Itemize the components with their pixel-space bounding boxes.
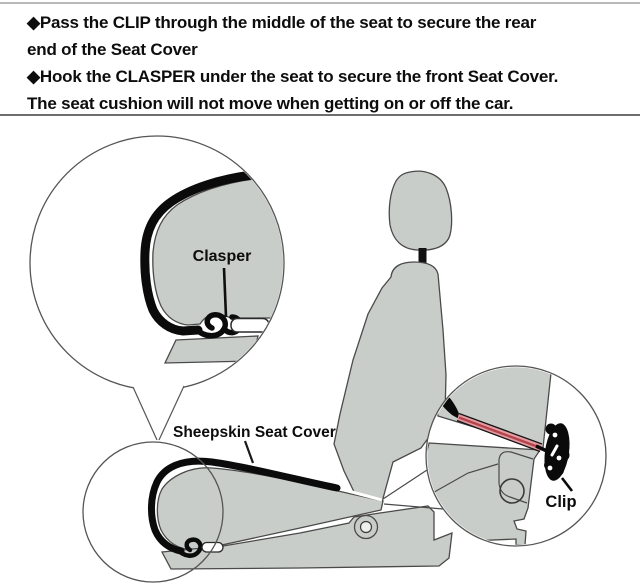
car-seat [148, 170, 453, 570]
instruction-line-2: end of the Seat Cover [27, 40, 198, 59]
magnifier-funnel-mask [128, 374, 190, 444]
clip-slot [550, 444, 559, 457]
funnel-line-right [158, 385, 185, 441]
clasper-detail-view: Clasper [29, 135, 285, 391]
strap-core [458, 416, 542, 450]
funnel-line-left [132, 386, 158, 441]
clip-detail-view: Clip [425, 365, 607, 547]
cover-edge-gap [336, 486, 383, 502]
clip-label: Clip [545, 493, 576, 511]
instruction-line-4: The seat cushion will not move when gett… [27, 94, 514, 113]
instruction-line-3: ◆Hook the CLASPER under the seat to secu… [27, 67, 559, 86]
headrest-post [418, 248, 427, 264]
clip-label-leader [560, 477, 574, 492]
seat-base [160, 505, 453, 570]
headrest [388, 170, 453, 251]
clip-fastener [544, 423, 570, 481]
clip-hole-2 [556, 455, 562, 461]
seat-cover-label-leader [243, 440, 255, 464]
instructions-block: ◆Pass the CLIP through the middle of the… [27, 9, 622, 117]
top-border [0, 2, 640, 4]
anchor-bar-small [201, 541, 224, 553]
strap-edge-top [458, 412, 543, 445]
cushion-side-section [427, 442, 542, 545]
clip-callout-line-upper [382, 469, 428, 500]
seat-cover-edge [148, 457, 341, 555]
clasper-label: Clasper [193, 248, 252, 265]
section-divider [0, 114, 640, 116]
seat-base-bolt-center [359, 520, 373, 534]
seat-cover-edge-magnified [140, 170, 257, 336]
clip-hole-1 [552, 432, 558, 438]
clasper-hook-small [174, 537, 203, 558]
clip-hole-3 [547, 465, 553, 471]
seat-back [333, 261, 447, 503]
anchor-bar-magnified [230, 317, 270, 333]
seat-cover-label: Sheepskin Seat Cover [173, 424, 336, 441]
instruction-line-1: ◆Pass the CLIP through the middle of the… [27, 13, 537, 32]
clasper-label-leader [222, 267, 228, 318]
side-panel-seam [428, 463, 499, 496]
cushion-front-highlight-circle [82, 441, 224, 583]
strap-edge-bottom [456, 419, 541, 453]
recliner-bolt [499, 478, 525, 504]
clasper-hook [193, 311, 228, 339]
clip-callout-line-lower [383, 503, 444, 510]
rail-cross-section [163, 335, 259, 364]
recliner-panel-edge [498, 451, 534, 504]
